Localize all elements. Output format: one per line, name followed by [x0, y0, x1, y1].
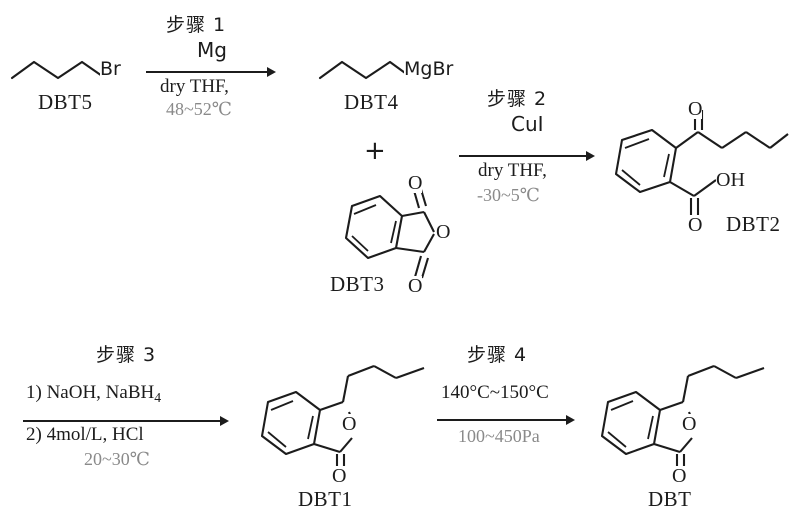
atom-label-o-dbt3-bottom: O — [408, 275, 423, 297]
atom-label-o-dbt-carbonyl: O — [672, 465, 687, 487]
compound-label-dbt2: DBT2 — [726, 212, 781, 236]
step-4-reagent: 140°C~150°C — [441, 382, 549, 403]
step-3-reagent-above: 1) NaOH, NaBH4 — [26, 382, 161, 406]
step-3-reagent-above-text: 1) NaOH, NaBH — [26, 382, 155, 403]
atom-label-o-dbt3-ring: O — [436, 221, 451, 243]
reaction-arrow-2 — [459, 151, 595, 161]
step-1-reagent: Mg — [197, 38, 227, 62]
step-2-condition: -30~5℃ — [477, 185, 540, 205]
atom-label-o-dbt-ring: O — [682, 413, 697, 435]
compound-label-dbt: DBT — [648, 487, 692, 511]
plus-sign: + — [364, 136, 386, 166]
compound-label-dbt4: DBT4 — [344, 90, 399, 114]
compound-label-dbt1: DBT1 — [298, 487, 353, 511]
atom-label-o-dbt2-ketone: O — [688, 98, 703, 120]
step-3-condition: 20~30℃ — [84, 449, 150, 469]
atom-label-br-dbt5: Br — [100, 58, 121, 80]
step-1-condition: 48~52℃ — [166, 99, 232, 119]
reaction-arrow-3 — [23, 416, 229, 426]
step-1-solvent: dry THF, — [160, 76, 229, 97]
atom-label-o-dbt1-carbonyl: O — [332, 465, 347, 487]
atom-label-mgbr-dbt4: MgBr — [404, 58, 454, 80]
atom-label-oh-dbt2: OH — [716, 169, 745, 191]
atom-label-o-dbt1-ring: O — [342, 413, 357, 435]
compound-label-dbt3: DBT3 — [330, 272, 385, 296]
step-4-title: 步骤 4 — [467, 344, 528, 366]
step-3-reagent-above-subscript: 4 — [154, 389, 162, 405]
step-1-title: 步骤 1 — [166, 14, 227, 36]
atom-label-o-dbt3-top: O — [408, 172, 423, 194]
structure-dbt5 — [8, 40, 138, 85]
step-2-title: 步骤 2 — [487, 88, 548, 110]
step-4-condition: 100~450Pa — [458, 426, 540, 446]
step-3-reagent-below: 2) 4mol/L, HCl — [26, 424, 144, 445]
structure-dbt4 — [316, 42, 436, 87]
step-2-solvent: dry THF, — [478, 160, 547, 181]
step-3-title: 步骤 3 — [96, 344, 157, 366]
compound-label-dbt5: DBT5 — [38, 90, 93, 114]
step-2-reagent: CuI — [511, 112, 544, 136]
reaction-arrow-4 — [437, 415, 575, 425]
atom-label-o-dbt2-acid: O — [688, 214, 703, 236]
reaction-arrow-1 — [146, 67, 276, 77]
